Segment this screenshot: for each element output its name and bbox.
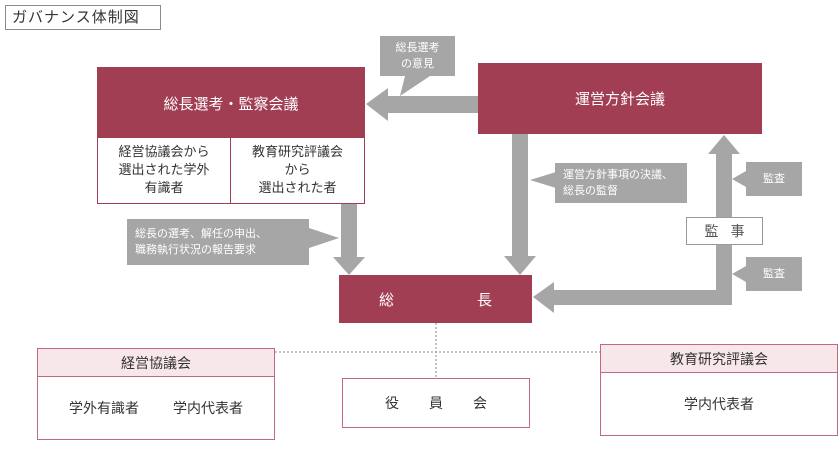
external-line-3: 有識者 <box>144 181 184 196</box>
policy-council-box: 運営方針会議 <box>478 63 762 134</box>
audit-callout-upper: 監査 <box>746 162 802 196</box>
audit-callout-lower: 監査 <box>746 257 802 291</box>
decision-line-2: 総長の監督 <box>563 184 618 197</box>
education-council-box: 教育研究評議会 学内代表者 <box>600 344 838 436</box>
audit-lower-pointer <box>732 266 746 282</box>
arrow-audit-to-policy <box>708 135 740 217</box>
internal-line-1: 教育研究評議会 <box>251 145 343 160</box>
external-line-1: 経営協議会から <box>118 145 210 160</box>
page-title: ガバナンス体制図 <box>5 5 161 30</box>
opinion-callout-pointer <box>400 76 430 96</box>
internal-line-3: 選出された者 <box>258 181 337 196</box>
audit-callout-lower-text: 監査 <box>763 267 785 280</box>
external-line-2: 選出された学外 <box>118 163 210 178</box>
president-box: 総 長 <box>339 275 532 323</box>
education-council-members: 学内代表者 <box>684 397 754 413</box>
opinion-line-2: の意見 <box>401 57 434 70</box>
selection-committee-box: 総長選考・監察会議 経営協議会から 選出された学外 有識者 教育研究評議会 から… <box>97 67 365 204</box>
education-council-title: 教育研究評議会 <box>601 345 837 373</box>
internal-reps-label: 学内代表者 <box>173 401 243 417</box>
opinion-callout: 総長選考 の意見 <box>380 36 455 76</box>
management-council-title: 経営協議会 <box>38 349 274 377</box>
arrow-policy-to-president <box>504 134 536 275</box>
audit-upper-pointer <box>732 171 746 187</box>
management-council-members: 学外有識者 学内代表者 <box>38 377 274 439</box>
arrow-selection-to-president <box>333 204 365 275</box>
selection-callout: 総長の選考、解任の申出、 職務執行状況の報告要求 <box>127 219 309 265</box>
auditor-box: 監事 <box>686 217 763 245</box>
arrow-policy-to-selection <box>366 88 478 121</box>
officers-board-box: 役員会 <box>342 378 530 428</box>
decision-callout-pointer <box>530 172 556 188</box>
external-experts-label: 学外有識者 <box>69 401 139 417</box>
dashed-connectors <box>275 323 600 378</box>
internal-line-2: から <box>284 163 311 178</box>
selection-member-internal: 教育研究評議会 から 選出された者 <box>231 138 364 204</box>
management-council-box: 経営協議会 学外有識者 学内代表者 <box>37 348 275 440</box>
decision-callout: 運営方針事項の決議、 総長の監督 <box>555 163 687 203</box>
opinion-line-1: 総長選考 <box>395 41 440 54</box>
selection-committee-title: 総長選考・監察会議 <box>98 68 364 138</box>
audit-callout-upper-text: 監査 <box>763 172 785 185</box>
selection-line-2: 職務執行状況の報告要求 <box>135 243 256 256</box>
selection-line-1: 総長の選考、解任の申出、 <box>135 227 267 240</box>
selection-member-external: 経営協議会から 選出された学外 有識者 <box>98 138 231 204</box>
selection-callout-pointer <box>309 228 339 248</box>
decision-line-1: 運営方針事項の決議、 <box>563 168 673 181</box>
arrow-audit-to-president <box>533 245 732 313</box>
